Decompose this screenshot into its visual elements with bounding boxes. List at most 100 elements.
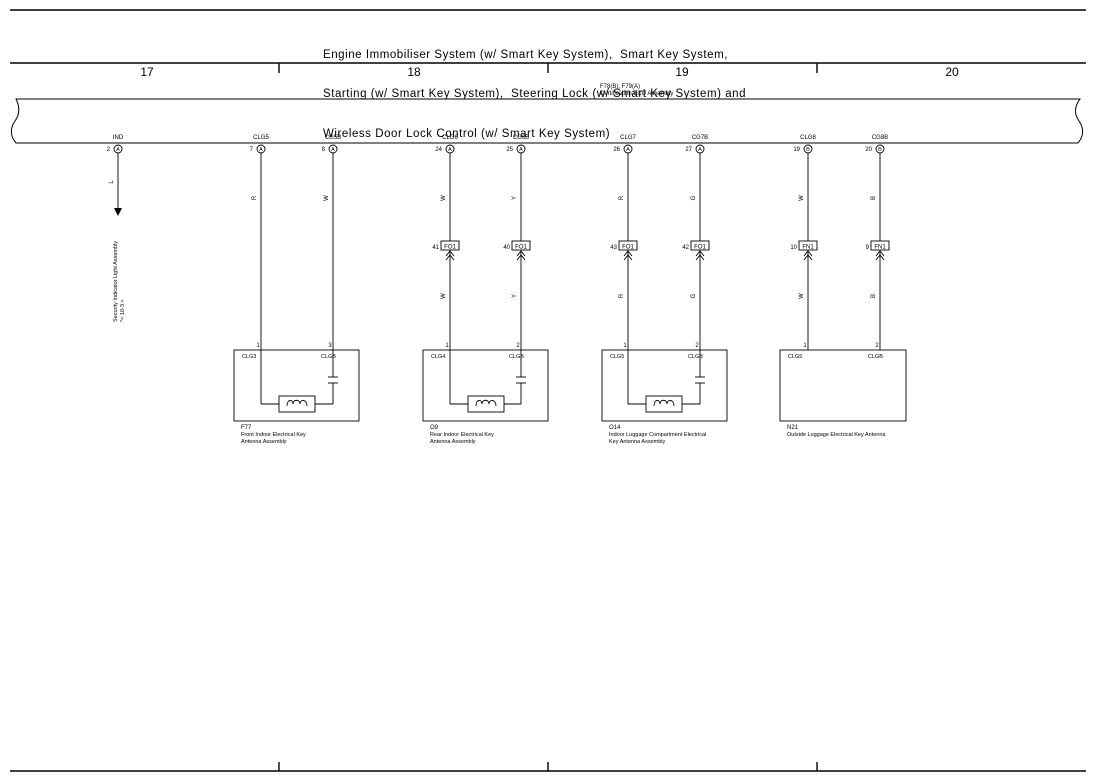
device-terminal-label: CLGB xyxy=(868,354,883,360)
title-line: Starting (w/ Smart Key System), Steering… xyxy=(323,88,747,101)
wire-color: Y xyxy=(512,294,518,298)
pin-number: 19 xyxy=(793,147,800,153)
coil-icon xyxy=(286,399,308,407)
title-line: Engine Immobiliser System (w/ Smart Key … xyxy=(323,48,728,61)
wire-color: R xyxy=(619,293,625,298)
device-box xyxy=(422,349,549,422)
device-terminal-label: CLG5 xyxy=(788,354,802,360)
junction-pin: 40 xyxy=(503,245,510,251)
wire-color: R xyxy=(619,195,625,200)
terminal-label: CLG7 xyxy=(620,135,636,141)
indicator-circuit: IND 2 A L Security Indicator Light Assem… xyxy=(107,135,126,322)
wire-color: W xyxy=(799,195,805,201)
connector-letter: B xyxy=(878,147,882,153)
wire-color: B xyxy=(871,196,877,200)
junction-label: FN1 xyxy=(802,245,814,251)
device-pin: 1 xyxy=(445,343,449,349)
pin-number: 20 xyxy=(865,147,872,153)
column-number: 20 xyxy=(945,65,959,79)
terminal-label: CG8B xyxy=(872,135,888,141)
connector-letter: A xyxy=(698,147,702,153)
junction-label: FO1 xyxy=(694,245,706,251)
terminal-label: CG6B xyxy=(513,135,529,141)
ecu-assembly: F78(B), F79(A) Certification ECU Assembl… xyxy=(10,84,1084,144)
device-name: Front Indoor Electrical Key xyxy=(241,432,306,438)
terminal-label: CG5B xyxy=(325,135,341,141)
pin-number: 7 xyxy=(250,147,254,153)
wire-color: G xyxy=(691,195,697,200)
junction-connector xyxy=(798,240,818,251)
junction-label: FO1 xyxy=(622,245,634,251)
coil-icon xyxy=(653,399,675,407)
device-pin: 2 xyxy=(695,343,699,349)
connector-letter: A xyxy=(116,147,120,153)
device-name: Rear Indoor Electrical Key xyxy=(430,432,494,438)
device-box xyxy=(233,349,360,422)
terminal-label: CLG6 xyxy=(442,135,458,141)
device-pin: 1 xyxy=(623,343,627,349)
wire-color: B xyxy=(871,294,877,298)
coil-body xyxy=(645,395,683,413)
wire-color: W xyxy=(441,195,447,201)
column-number: 18 xyxy=(407,65,421,79)
junction-label: FO1 xyxy=(515,245,527,251)
device-terminal-label: CLGB xyxy=(321,354,336,360)
wire-color: G xyxy=(691,293,697,298)
device-terminal-label: CLG5 xyxy=(610,354,624,360)
device-box xyxy=(601,349,728,422)
frame xyxy=(10,9,1086,772)
device-code: F77 xyxy=(241,425,252,431)
terminal-label: IND xyxy=(113,135,124,141)
device-terminal-label: CLGB xyxy=(509,354,524,360)
device-code: O14 xyxy=(609,425,621,431)
junction-pin: 43 xyxy=(610,245,617,251)
connector-letter: A xyxy=(331,147,335,153)
coil-body xyxy=(467,395,505,413)
device-pin: 1 xyxy=(803,343,807,349)
junction-pin: 42 xyxy=(682,245,689,251)
coil-icon xyxy=(475,399,497,407)
connector-letter: B xyxy=(806,147,810,153)
pin-number: 27 xyxy=(685,147,692,153)
wire-color: L xyxy=(109,180,115,184)
device-box xyxy=(779,349,907,422)
device-name: Outside Luggage Electrical Key Antenna xyxy=(787,432,886,438)
junction-connector xyxy=(690,240,710,251)
pin-number: 26 xyxy=(613,147,620,153)
column-numbers: 17 18 19 20 xyxy=(140,65,959,79)
device-terminal-label: CLGB xyxy=(688,354,703,360)
device-code: O9 xyxy=(430,425,439,431)
device-name: Antenna Assembly xyxy=(241,439,287,445)
device-pin: 2 xyxy=(875,343,879,349)
diagram-title: Engine Immobiliser System (w/ Smart Key … xyxy=(323,22,746,155)
wire-color: R xyxy=(252,195,258,200)
column-number: 17 xyxy=(140,65,154,79)
ecu-name: Certification ECU Assembly xyxy=(600,91,673,97)
connector-letter: A xyxy=(519,147,523,153)
pin-number: 25 xyxy=(506,147,513,153)
junction-label: FN1 xyxy=(874,245,886,251)
wire-color: W xyxy=(441,293,447,299)
wire-color: W xyxy=(324,195,330,201)
column-number: 19 xyxy=(675,65,689,79)
coil-body xyxy=(278,395,316,413)
device-pin: 1 xyxy=(256,343,260,349)
connector-letter: A xyxy=(448,147,452,153)
connector-letter: A xyxy=(626,147,630,153)
junction-connector xyxy=(870,240,890,251)
terminal-label: CG7B xyxy=(692,135,708,141)
device-terminal-label: CLG4 xyxy=(431,354,445,360)
pin-number: 2 xyxy=(107,147,111,153)
destination-label: Security Indicator Light Assembly xyxy=(113,241,119,322)
connector-letter: A xyxy=(259,147,263,153)
device-name: Antenna Assembly xyxy=(430,439,476,445)
junction-connector xyxy=(511,240,531,251)
junction-label: FO1 xyxy=(444,245,456,251)
junction-pin: 41 xyxy=(432,245,439,251)
device-name: Indoor Luggage Compartment Electrical xyxy=(609,432,706,438)
